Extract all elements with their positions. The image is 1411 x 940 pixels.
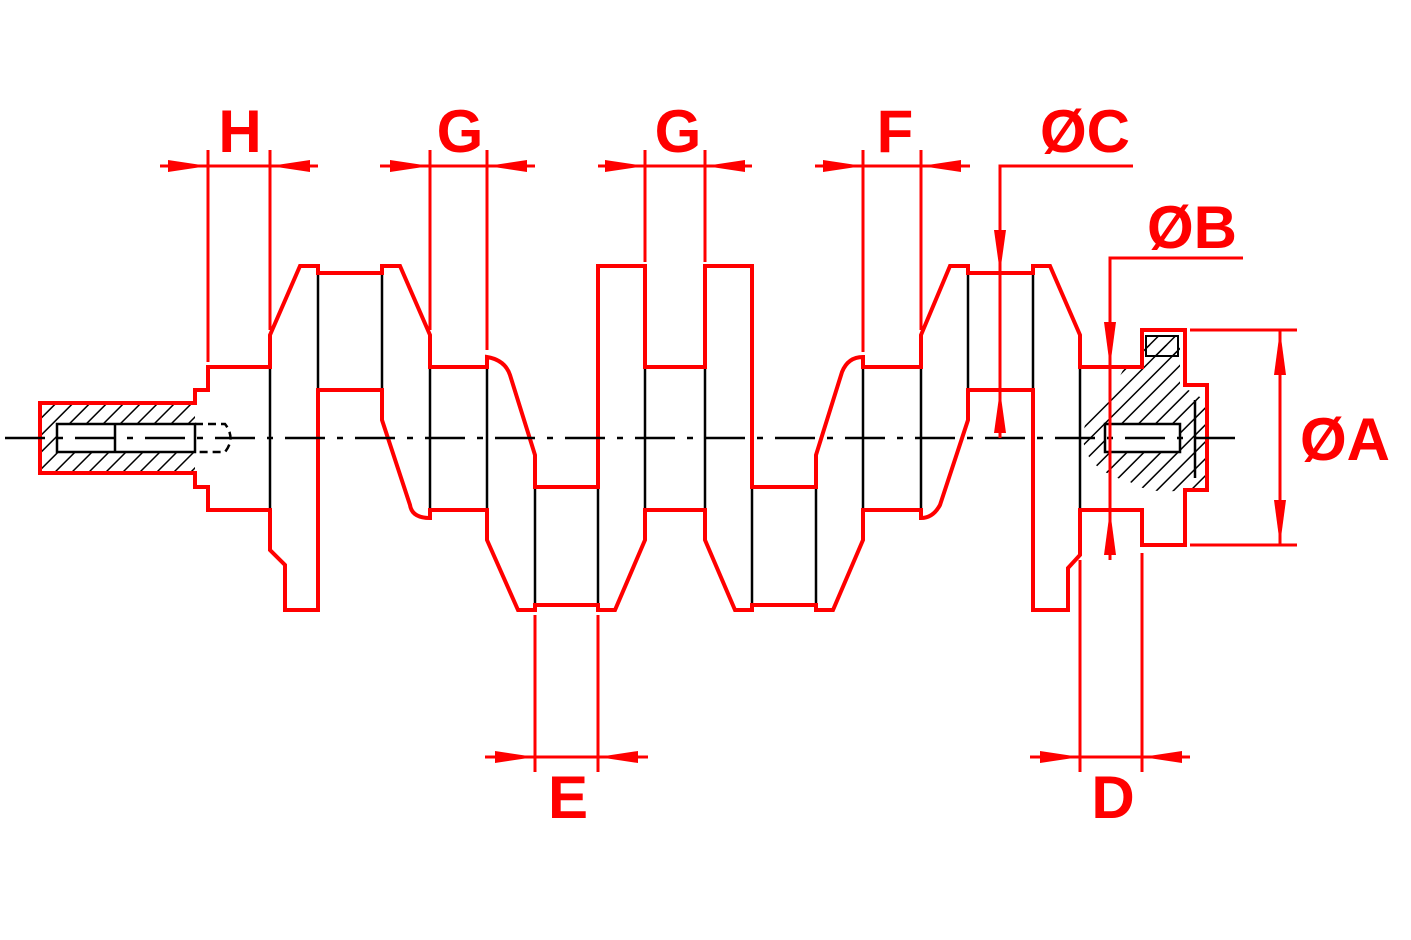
- dimension-g-1: G: [380, 98, 535, 350]
- dimension-c: ØC: [994, 98, 1133, 438]
- dimension-d: D: [1030, 553, 1190, 831]
- right-flange-section: [1083, 335, 1205, 492]
- label-c: ØC: [1040, 98, 1130, 165]
- label-b: ØB: [1147, 194, 1237, 261]
- dimension-b: ØB: [1104, 194, 1243, 560]
- label-e: E: [548, 764, 588, 831]
- dimension-a: ØA: [1190, 328, 1390, 547]
- dimension-g-2: G: [598, 98, 752, 262]
- dimension-h: H: [160, 98, 318, 362]
- label-a: ØA: [1300, 406, 1390, 473]
- crankshaft-outline: [38, 264, 1209, 612]
- dimension-e: E: [485, 615, 648, 831]
- dimension-f: F: [815, 98, 970, 352]
- label-d: D: [1091, 764, 1134, 831]
- label-f: F: [877, 98, 914, 165]
- label-g-2: G: [655, 98, 702, 165]
- label-h: H: [218, 98, 261, 165]
- label-g-1: G: [437, 98, 484, 165]
